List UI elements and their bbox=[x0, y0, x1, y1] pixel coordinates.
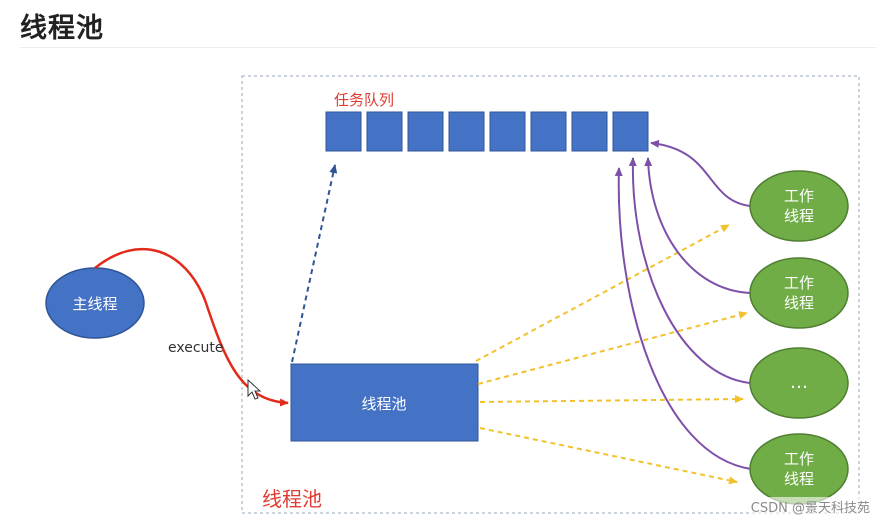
dispatch-arrow bbox=[477, 311, 748, 385]
submit-to-queue-arrow bbox=[291, 164, 338, 363]
worker-thread-node: … bbox=[749, 347, 849, 419]
fetch-task-arrow bbox=[644, 157, 751, 294]
thread-pool-box-label: 线程池 bbox=[361, 395, 406, 413]
queue-slot bbox=[407, 111, 444, 152]
execute-label: execute bbox=[168, 340, 224, 356]
page-title: 线程池 bbox=[20, 13, 104, 44]
queue-slot bbox=[325, 111, 362, 152]
worker-thread-node: 工作 线程 bbox=[749, 170, 849, 242]
worker-label-line1: 工作 bbox=[784, 187, 814, 205]
heading-divider bbox=[20, 47, 876, 48]
worker-label-line1: 工作 bbox=[784, 450, 814, 468]
queue-slot bbox=[366, 111, 403, 152]
watermark: CSDN @景天科技苑 bbox=[750, 497, 870, 516]
dispatch-arrow bbox=[479, 395, 744, 404]
mouse-pointer-icon bbox=[247, 378, 262, 400]
main-thread-label: 主线程 bbox=[72, 295, 117, 313]
queue-slot bbox=[612, 111, 649, 152]
dispatch-arrow bbox=[475, 224, 730, 362]
worker-thread-node: 工作 线程 bbox=[749, 257, 849, 329]
fetch-task-arrow bbox=[628, 157, 751, 384]
worker-label-line2: 线程 bbox=[784, 294, 814, 312]
dispatch-arrows bbox=[475, 224, 748, 485]
thread-pool-box bbox=[290, 363, 479, 442]
fetch-task-arrow bbox=[614, 167, 752, 470]
task-queue bbox=[325, 111, 649, 152]
worker-label-line2: 线程 bbox=[784, 470, 814, 488]
queue-slot bbox=[489, 111, 526, 152]
fetch-task-arrows bbox=[614, 139, 752, 470]
worker-label-line1: 工作 bbox=[784, 274, 814, 292]
dispatch-arrow bbox=[479, 427, 738, 485]
fetch-task-arrow bbox=[650, 139, 751, 207]
task-queue-label: 任务队列 bbox=[334, 91, 394, 109]
queue-slot bbox=[571, 111, 608, 152]
pool-container-label: 线程池 bbox=[262, 487, 322, 511]
queue-slot bbox=[448, 111, 485, 152]
worker-label-line2: 线程 bbox=[784, 207, 814, 225]
worker-ellipsis-label: … bbox=[790, 372, 808, 393]
worker-thread-node: 工作 线程 bbox=[749, 433, 849, 505]
pool-container-border bbox=[241, 75, 860, 514]
queue-slot bbox=[530, 111, 567, 152]
